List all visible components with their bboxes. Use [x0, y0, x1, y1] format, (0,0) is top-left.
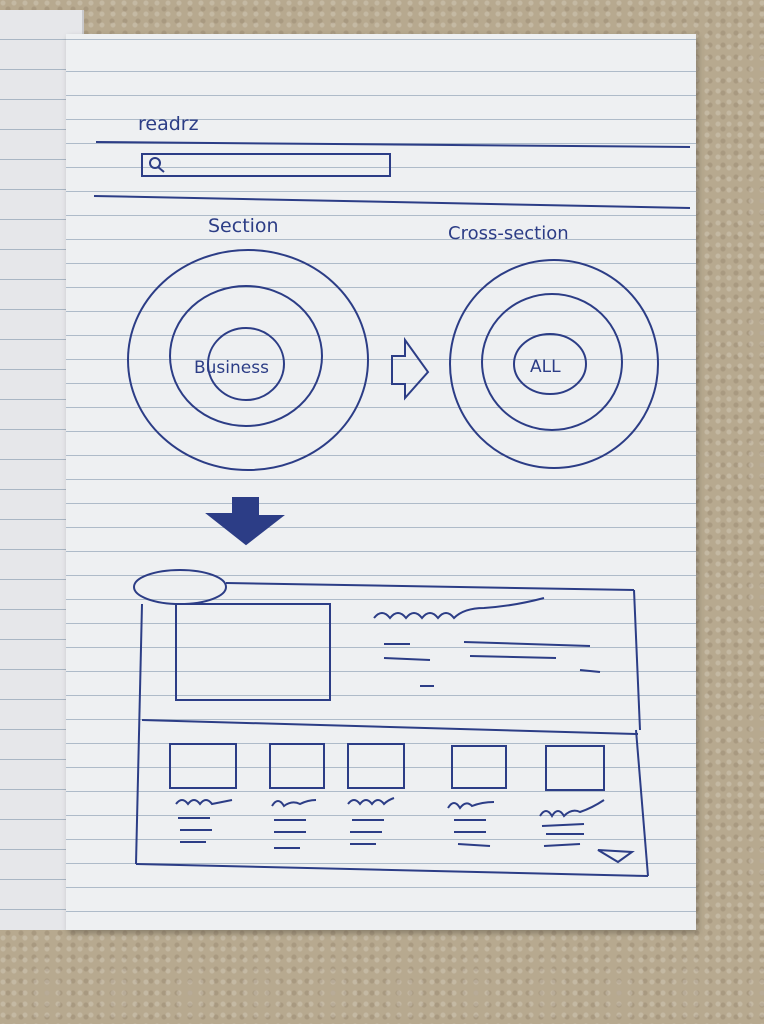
app-title: readrz [138, 113, 199, 135]
header-divider-bottom [93, 195, 691, 209]
next-arrow-icon[interactable] [597, 849, 635, 864]
thumbnail[interactable] [269, 743, 325, 789]
featured-text-lines [373, 597, 601, 687]
thumbnail[interactable] [545, 745, 605, 791]
thumbnail[interactable] [169, 743, 237, 789]
article-panel [133, 569, 649, 877]
thumbnail[interactable] [451, 745, 507, 789]
arrow-down-icon [205, 497, 285, 546]
search-bar[interactable] [141, 153, 391, 177]
featured-image[interactable] [175, 603, 331, 701]
thumbnail[interactable] [347, 743, 405, 789]
cross-section-label: Cross-section [448, 223, 569, 244]
section-label: Section [208, 215, 279, 237]
section-target[interactable]: Business [127, 249, 369, 471]
arrow-right-icon [391, 336, 430, 401]
thumbnail-row [169, 743, 605, 791]
search-icon [149, 157, 165, 173]
header-divider-top [95, 141, 691, 148]
cross-section-target[interactable]: ALL [449, 259, 659, 469]
logo-oval [133, 569, 227, 605]
thumbnail-captions [175, 797, 605, 849]
section-center-label: Business [194, 358, 269, 378]
cross-section-center-label: ALL [530, 357, 561, 377]
